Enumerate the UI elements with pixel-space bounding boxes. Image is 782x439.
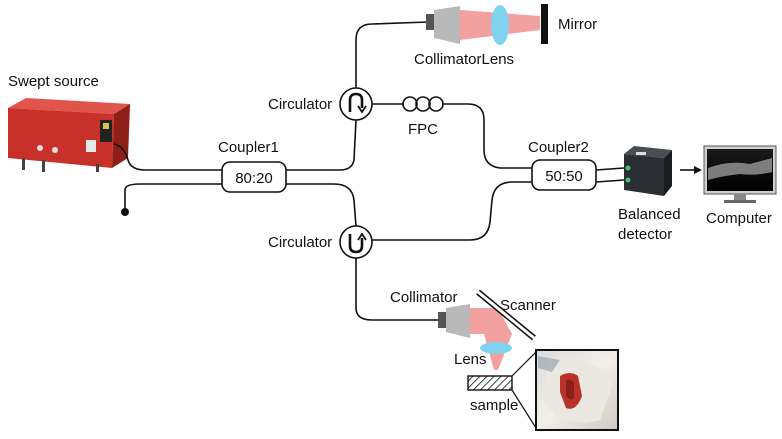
- mirror-icon: [541, 4, 548, 44]
- sample-block-icon: [467, 375, 513, 391]
- collimator-label: Collimator: [390, 289, 458, 306]
- fiber-coupler1-to-circulator-top: [286, 119, 357, 171]
- coupler2-box: [531, 159, 597, 191]
- scanner-label: Scanner: [500, 297, 556, 314]
- reference-arm: Mirror CollimatorLens: [414, 4, 597, 68]
- coupler1-label: Coupler1: [218, 139, 279, 156]
- circulator-top-icon: [339, 87, 373, 121]
- balanced-detector-label-line1: Balanced: [618, 206, 681, 223]
- fiber-end-dot: [121, 208, 129, 216]
- sample-collimator-icon: [438, 304, 470, 338]
- circulator-bottom-icon: [339, 225, 373, 259]
- fiber-source-to-coupler1: [113, 143, 222, 171]
- fiber-network: [113, 21, 625, 321]
- fiber-circulator-to-reference-collimator: [355, 21, 429, 88]
- sample-arm: Collimator Scanner Lens sample: [390, 289, 619, 431]
- coupler1: Coupler1 80:20: [218, 139, 287, 193]
- computer-label: Computer: [706, 210, 772, 227]
- coupler2: Coupler2 50:50: [528, 139, 597, 191]
- reference-lens-icon: [491, 5, 509, 45]
- sample-label: sample: [470, 397, 518, 414]
- circulator-top: Circulator: [268, 87, 373, 121]
- computer-monitor-icon: [703, 145, 777, 203]
- lens-label: Lens: [454, 351, 487, 368]
- fpc-label: FPC: [408, 121, 438, 138]
- coupler1-ratio: 80:20: [235, 170, 273, 187]
- fiber-coupler1-to-circulator-bottom: [286, 183, 357, 227]
- sample-lens-icon: [480, 342, 512, 354]
- mirror-label: Mirror: [558, 16, 597, 33]
- balanced-detector-icon: [624, 146, 672, 196]
- fiber-circulator-bottom-to-coupler2: [372, 181, 532, 241]
- reference-collimator-icon: [426, 6, 460, 44]
- circulator-bottom-label: Circulator: [268, 234, 332, 251]
- coupler2-label: Coupler2: [528, 139, 589, 156]
- collimator-lens-label: CollimatorLens: [414, 51, 514, 68]
- fiber-coupler2-to-detector-a: [595, 167, 625, 171]
- fiber-coupler2-to-detector-b: [595, 179, 625, 183]
- coupler2-ratio: 50:50: [545, 168, 583, 185]
- circulator-bottom: Circulator: [268, 225, 373, 259]
- fpc: FPC: [402, 96, 444, 138]
- fiber-fpc-to-coupler2: [442, 103, 532, 169]
- circulator-top-label: Circulator: [268, 96, 332, 113]
- detector-to-computer-arrow: [680, 166, 702, 174]
- balanced-detector-label-line2: detector: [618, 226, 672, 243]
- fpc-loops-icon: [402, 96, 444, 112]
- fiber-coupler1-unused-port: [124, 183, 222, 212]
- swept-source-label: Swept source: [8, 73, 99, 90]
- sample-photo-icon: [535, 349, 619, 431]
- computer: Computer: [703, 145, 777, 227]
- swept-source: Swept source: [8, 73, 130, 172]
- coupler1-box: [221, 161, 287, 193]
- fiber-circulator-to-sample-collimator: [355, 258, 440, 321]
- swept-source-device-icon: [8, 98, 130, 172]
- balanced-detector: Balanced detector: [618, 146, 681, 243]
